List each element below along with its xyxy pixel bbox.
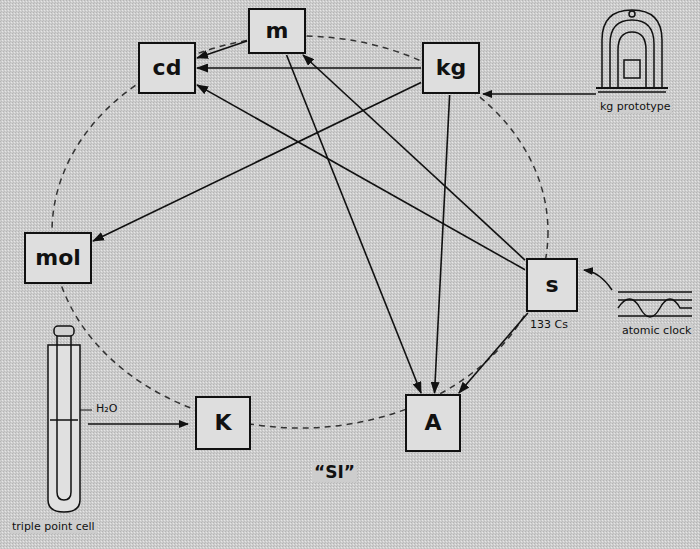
dependency-arrow xyxy=(303,55,525,260)
unit-box: K xyxy=(195,396,251,450)
si-circle xyxy=(52,36,548,428)
diagram-title-label: “SI” xyxy=(312,462,357,482)
leader-line xyxy=(80,410,92,411)
unit-symbol: K xyxy=(214,412,231,434)
atomic-clock-figure xyxy=(618,292,692,317)
triple-point-cell-figure xyxy=(48,326,80,512)
figure-label: kg prototype xyxy=(598,100,672,113)
dependency-arrow xyxy=(435,95,450,393)
figure-label: atomic clock xyxy=(620,324,693,337)
figure-label: 133 Cs xyxy=(528,318,570,331)
figure-label: triple point cell xyxy=(10,520,97,533)
unit-box: s xyxy=(526,258,578,312)
figure-label: H₂O xyxy=(94,402,119,415)
unit-box: m xyxy=(248,8,306,54)
unit-box: kg xyxy=(422,42,480,94)
kg-prototype-figure xyxy=(596,10,668,92)
leader-arrow xyxy=(88,423,188,425)
dependency-arrow xyxy=(197,67,421,69)
leader-arrow xyxy=(584,270,612,290)
unit-symbol: kg xyxy=(436,57,466,79)
unit-symbol: A xyxy=(424,412,441,434)
unit-box: A xyxy=(405,394,461,452)
dependency-arrow xyxy=(287,55,422,393)
unit-symbol: s xyxy=(545,274,558,296)
unit-symbol: mol xyxy=(35,247,81,269)
unit-box: cd xyxy=(138,42,196,94)
leader-arrow xyxy=(483,93,596,95)
unit-symbol: cd xyxy=(153,57,182,79)
unit-symbol: m xyxy=(266,20,289,42)
unit-box: mol xyxy=(24,232,92,284)
dependency-arrow xyxy=(197,41,247,58)
dependency-arrow xyxy=(459,313,528,393)
dependency-arrow xyxy=(93,83,421,242)
